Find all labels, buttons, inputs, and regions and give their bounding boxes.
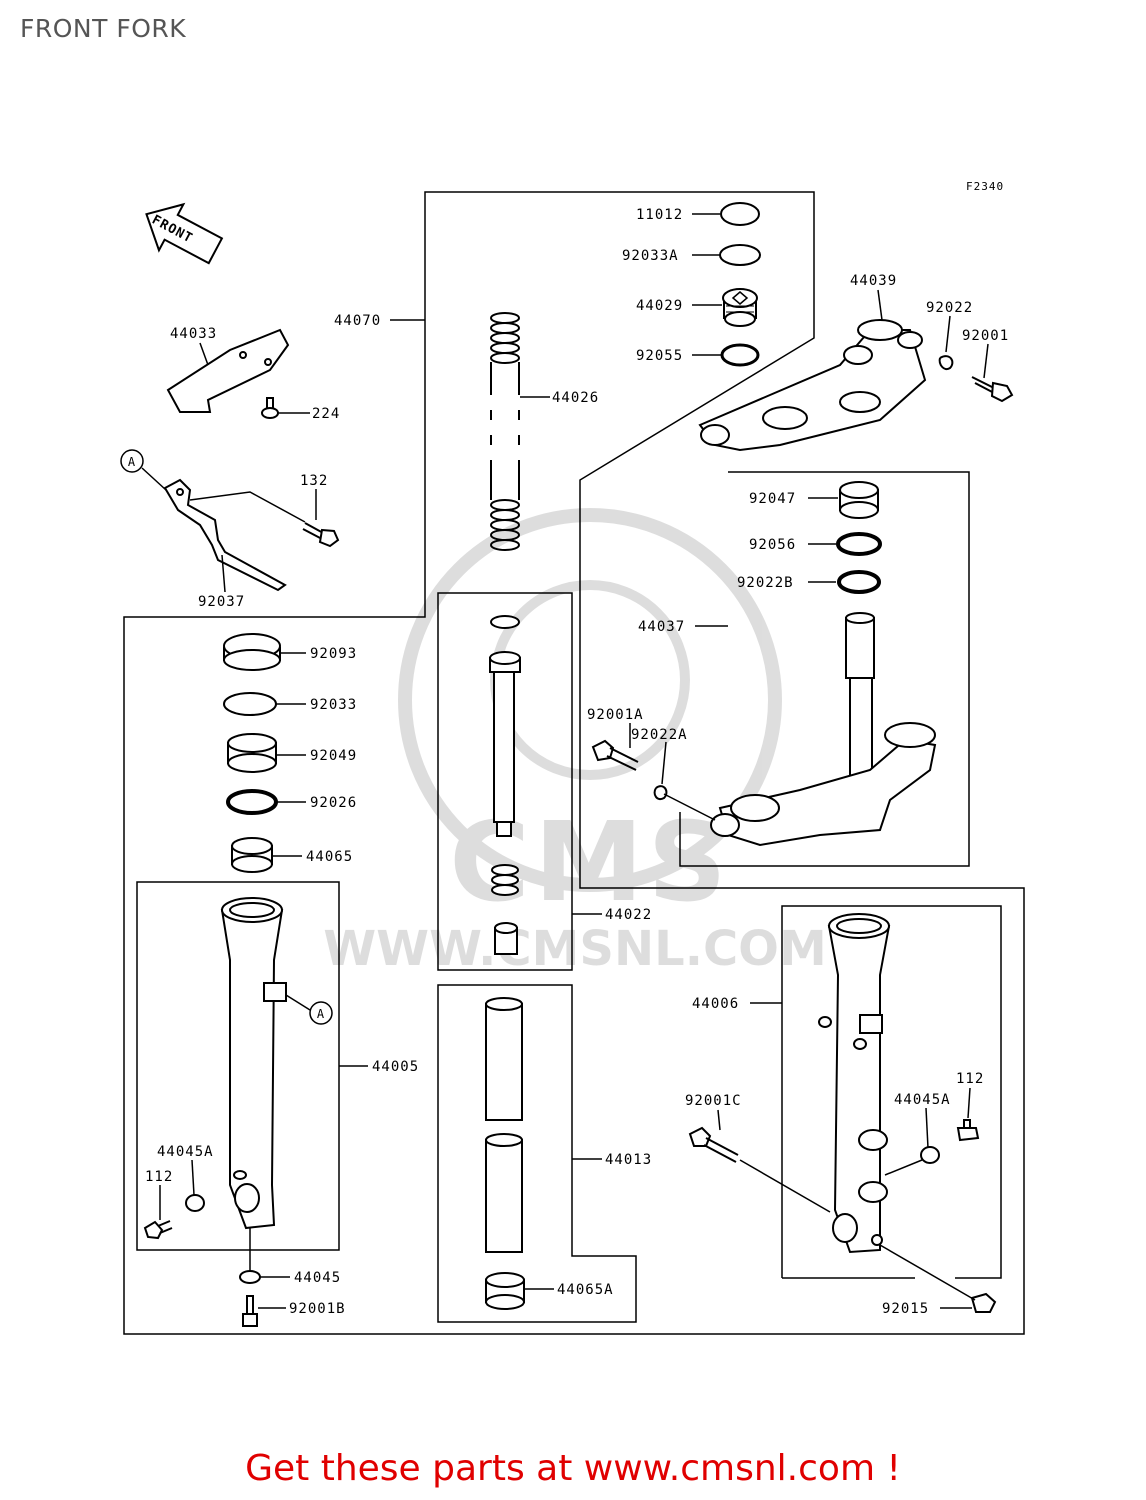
part-44037-stem-icon (710, 612, 937, 847)
watermark-logo: CMS (449, 798, 730, 926)
part-92047-nut-icon (839, 481, 879, 519)
ref-marker-a-bottom: A (309, 1001, 333, 1025)
part-44045AL-washer-icon (185, 1194, 205, 1212)
part-92001B-bolt-icon (242, 1295, 258, 1327)
part-44065A-bushing-icon (485, 1272, 525, 1310)
label-92056: 92056 (749, 537, 796, 553)
label-11012: 11012 (636, 207, 683, 223)
part-92093-dust-seal-icon (223, 633, 281, 671)
part-112L-bolt-icon (143, 1220, 173, 1240)
part-92001C-bolt-icon (688, 1126, 739, 1163)
label-92037: 92037 (198, 594, 245, 610)
part-92022A-washer-icon (653, 785, 668, 800)
label-92093: 92093 (310, 646, 357, 662)
label-92001B: 92001B (289, 1301, 346, 1317)
label-44045A-right: 44045A (894, 1092, 951, 1108)
part-44005-outer-tube-icon (220, 897, 287, 1230)
part-92022B-washer-icon (837, 570, 881, 594)
part-92001-bolt-icon (971, 376, 1014, 403)
part-44006-outer-tube-icon (818, 913, 891, 1254)
part-labels: 11012 92033A 44029 92055 44039 92022 920… (145, 207, 1009, 1317)
leader-lines (141, 213, 989, 1309)
page-title: FRONT FORK (20, 14, 187, 43)
label-44045A-left: 44045A (157, 1144, 214, 1160)
part-44022-cylinder-icon (489, 615, 521, 955)
svg-text:A: A (317, 1007, 325, 1021)
part-92056-washer-icon (836, 532, 882, 556)
watermark: CMS WWW.CMSNL.COM (323, 508, 827, 977)
label-92001C: 92001C (685, 1093, 742, 1109)
part-92033A-icon (719, 244, 761, 266)
label-44029: 44029 (636, 298, 683, 314)
group-outlines (123, 191, 1025, 1335)
part-92001A-bolt-icon (591, 739, 639, 771)
part-92026-washer-icon (226, 789, 278, 815)
part-44065-bushing-icon (231, 837, 273, 873)
parts-diagram: CMS WWW.CMSNL.COM F2340 FRONT (120, 180, 1025, 1335)
label-44033: 44033 (170, 326, 217, 342)
label-224: 224 (312, 406, 340, 422)
part-44045-washer-icon (239, 1270, 261, 1284)
label-44070: 44070 (334, 313, 381, 329)
label-92033: 92033 (310, 697, 357, 713)
label-44013: 44013 (605, 1152, 652, 1168)
part-92037-stay-icon (163, 478, 287, 592)
label-44006: 44006 (692, 996, 739, 1012)
part-44026-spring-icon (490, 312, 520, 551)
part-44045AR-washer-icon (920, 1146, 940, 1164)
ref-marker-a-top: A (120, 449, 144, 473)
part-44039-upper-bracket-icon (698, 319, 927, 452)
front-arrow-icon: FRONT (145, 202, 224, 265)
part-92022-icon (938, 355, 954, 370)
label-44065: 44065 (306, 849, 353, 865)
label-44005: 44005 (372, 1059, 419, 1075)
label-92022B: 92022B (737, 575, 794, 591)
part-44013-inner-tube-icon (485, 997, 523, 1253)
label-92047: 92047 (749, 491, 796, 507)
svg-text:A: A (128, 455, 136, 469)
part-92015-bolt-icon (970, 1292, 997, 1313)
label-92049: 92049 (310, 748, 357, 764)
part-44033-bracket-icon (166, 328, 290, 413)
part-92055-icon (720, 343, 760, 367)
label-44039: 44039 (850, 273, 897, 289)
label-92055: 92055 (636, 348, 683, 364)
label-92033A: 92033A (622, 248, 679, 264)
label-92015: 92015 (882, 1301, 929, 1317)
label-92022: 92022 (926, 300, 973, 316)
label-92022A: 92022A (631, 727, 688, 743)
footer-cta-link[interactable]: Get these parts at www.cmsnl.com ! (245, 1448, 901, 1489)
figure-code: F2340 (966, 180, 1004, 193)
label-92001A: 92001A (587, 707, 644, 723)
part-92049-oil-seal-icon (227, 733, 277, 773)
part-132-bolt-icon (302, 522, 340, 548)
label-132: 132 (300, 473, 328, 489)
part-224-screw-icon (261, 397, 279, 419)
label-112-left: 112 (145, 1169, 173, 1185)
label-44026: 44026 (552, 390, 599, 406)
part-11012-icon (720, 202, 760, 226)
label-92001: 92001 (962, 328, 1009, 344)
watermark-url: WWW.CMSNL.COM (323, 921, 827, 977)
part-92033-circlip-icon (223, 692, 277, 716)
label-44065A: 44065A (557, 1282, 614, 1298)
part-112R-bolt-icon (956, 1119, 980, 1142)
label-92026: 92026 (310, 795, 357, 811)
label-112-right: 112 (956, 1071, 984, 1087)
label-44045: 44045 (294, 1270, 341, 1286)
label-44037: 44037 (638, 619, 685, 635)
label-44022: 44022 (605, 907, 652, 923)
part-44029-icon (722, 288, 758, 327)
